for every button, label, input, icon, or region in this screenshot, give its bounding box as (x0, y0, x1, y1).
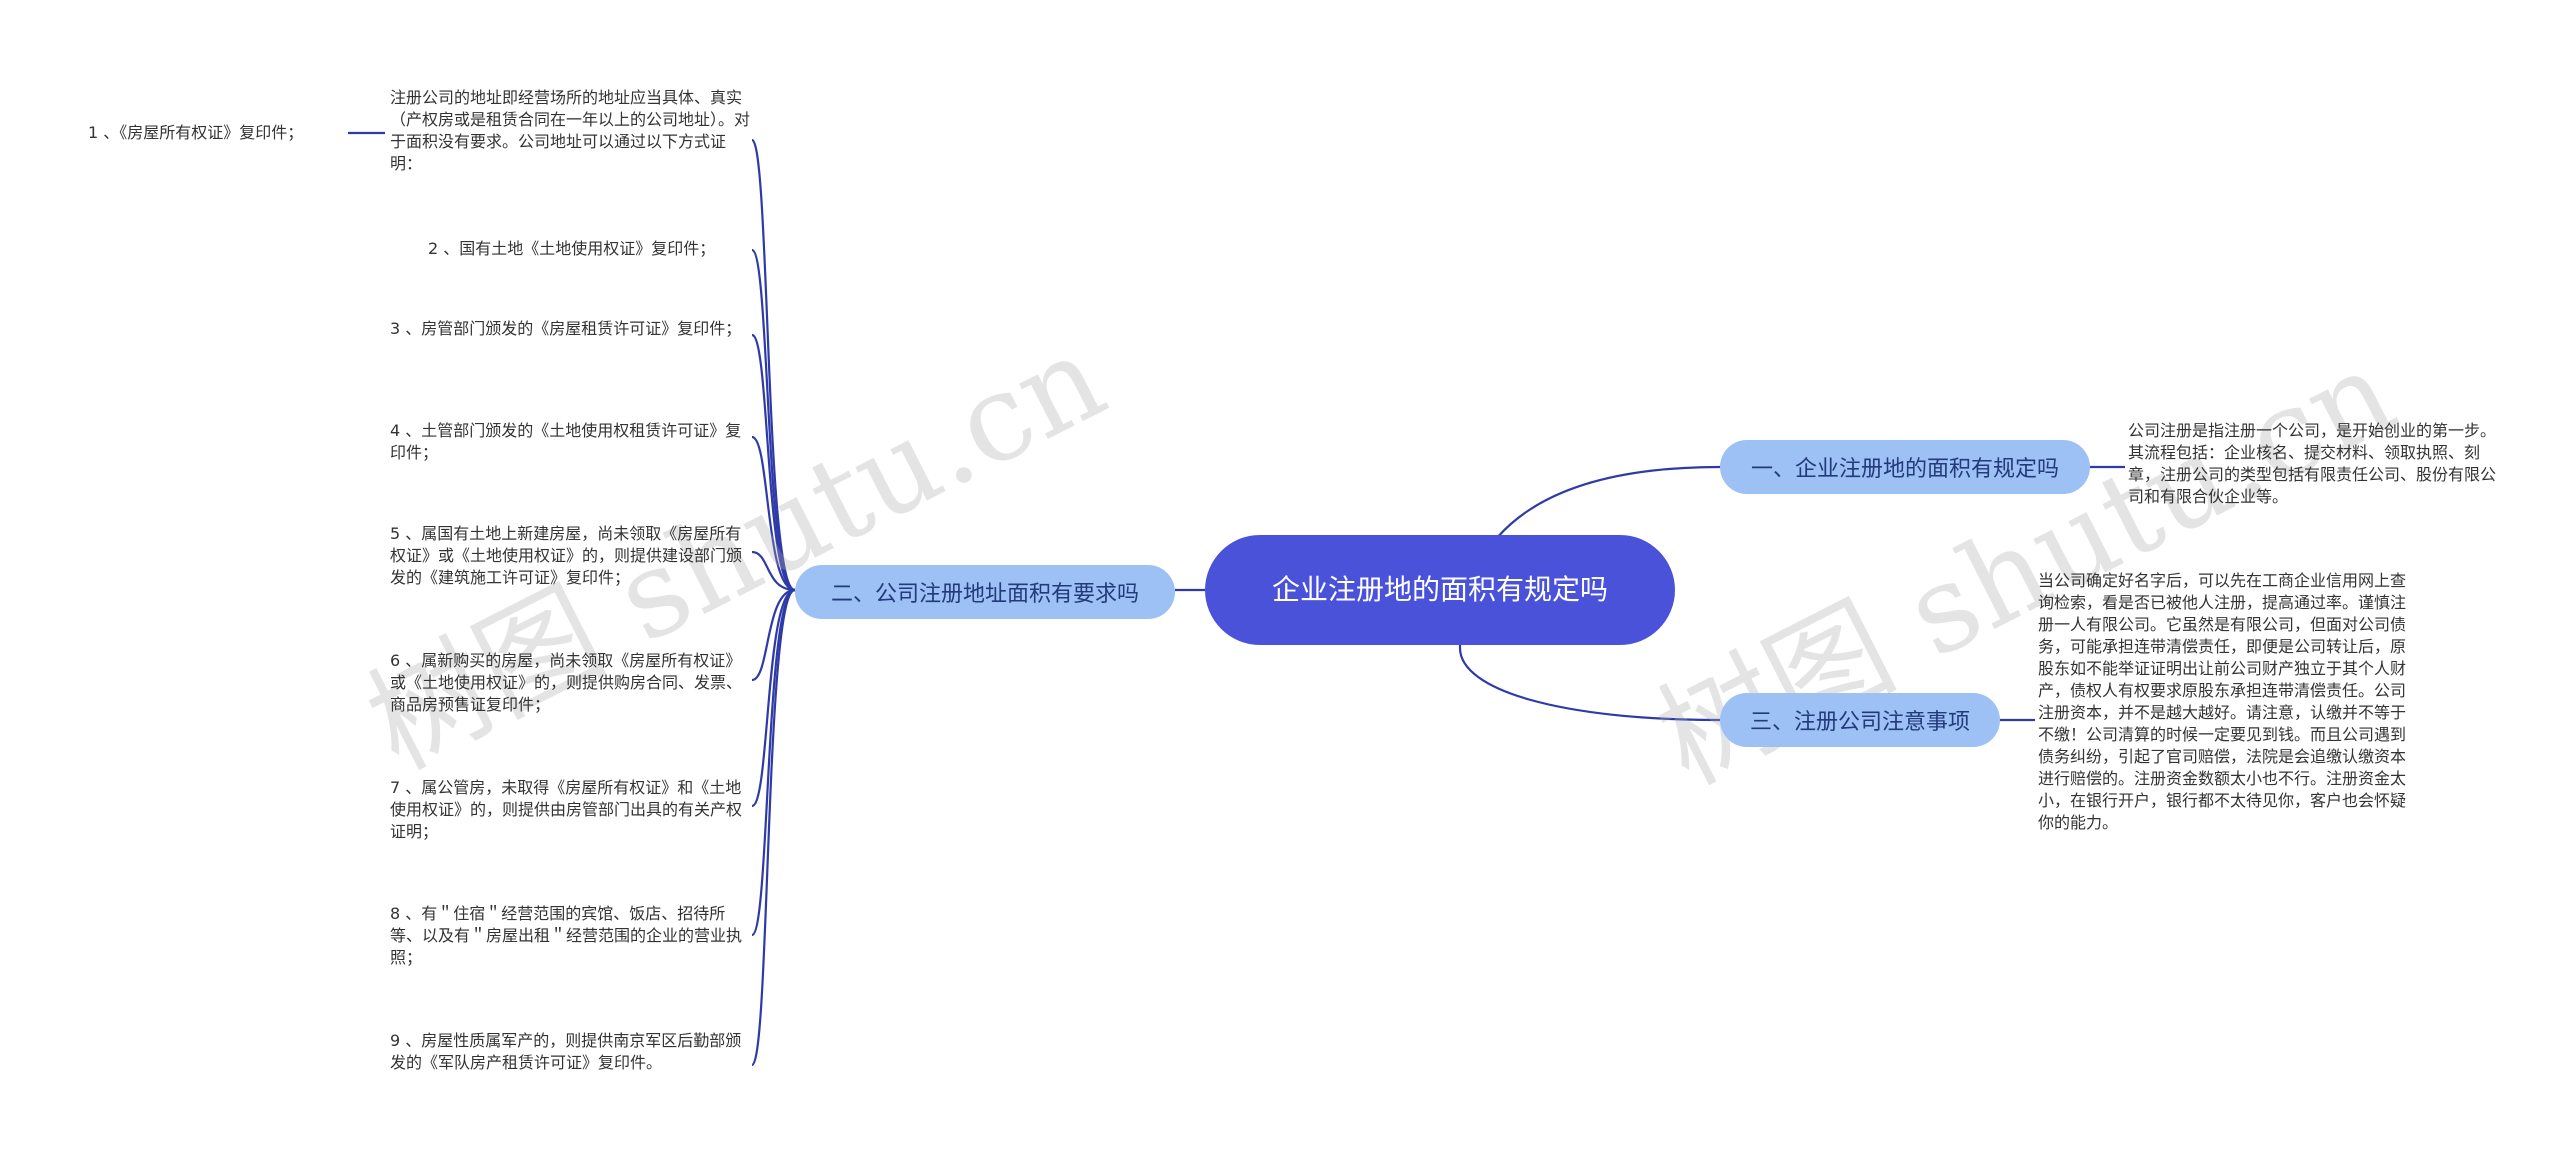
connector-b2-item9 (750, 588, 796, 1067)
connector-b2-item7 (751, 588, 796, 808)
branch-3-node[interactable]: 三、注册公司注意事项 (1720, 693, 2000, 747)
branch-1-node[interactable]: 一、企业注册地的面积有规定吗 (1720, 440, 2090, 494)
branch-2-item-1[interactable]: 1 、《房屋所有权证》复印件； (88, 123, 304, 142)
connector-b2-intro (750, 138, 796, 592)
connector-central-b3 (1458, 647, 1721, 722)
branch-2-item-4[interactable]: 4 、土管部门颁发的《土地使用权租赁许可证》复印件； (390, 421, 742, 462)
branch-1-detail[interactable]: 公司注册是指注册一个公司，是开始创业的第一步。其流程包括：企业核名、提交材料、领… (2128, 421, 2497, 506)
connector-b2-item6 (751, 588, 796, 682)
branch-2-item-8[interactable]: 8 、有＂住宿＂经营范围的宾馆、饭店、招待所等、以及有＂房屋出租＂经营范围的企业… (390, 904, 743, 967)
connector-b2-item8 (750, 588, 796, 937)
branch-2-item-9[interactable]: 9 、房屋性质属军产的，则提供南京军区后勤部颁发的《军队房产租赁许可证》复印件。 (390, 1031, 742, 1072)
branch-2-item-6[interactable]: 6 、属新购买的房屋，尚未领取《房屋所有权证》或《土地使用权证》的，则提供购房合… (390, 651, 743, 714)
branch-2-item-3[interactable]: 3 、房管部门颁发的《房屋租赁许可证》复印件； (390, 319, 742, 338)
central-topic[interactable]: 企业注册地的面积有规定吗 (1205, 535, 1675, 645)
connector-b2-item4 (751, 435, 796, 592)
branch-2-item-2[interactable]: 2 、国有土地《土地使用权证》复印件； (428, 239, 716, 258)
connector-b2-item2 (750, 248, 796, 592)
connector-b2-item5 (751, 550, 796, 592)
branch-2-item-7[interactable]: 7 、属公管房，未取得《房屋所有权证》和《土地使用权证》的，则提供由房管部门出具… (390, 778, 743, 841)
branch-2-intro[interactable]: 注册公司的地址即经营场所的地址应当具体、真实（产权房或是租赁合同在一年以上的公司… (390, 88, 751, 173)
branch-2-item-5[interactable]: 5 、属国有土地上新建房屋，尚未领取《房屋所有权证》或《土地使用权证》的，则提供… (390, 524, 743, 587)
branch-2-node[interactable]: 二、公司注册地址面积有要求吗 (795, 565, 1175, 619)
branch-3-detail[interactable]: 当公司确定好名字后，可以先在工商企业信用网上查询检索，看是否已被他人注册，提高通… (2038, 571, 2407, 832)
connector-b2-item3 (750, 333, 796, 592)
